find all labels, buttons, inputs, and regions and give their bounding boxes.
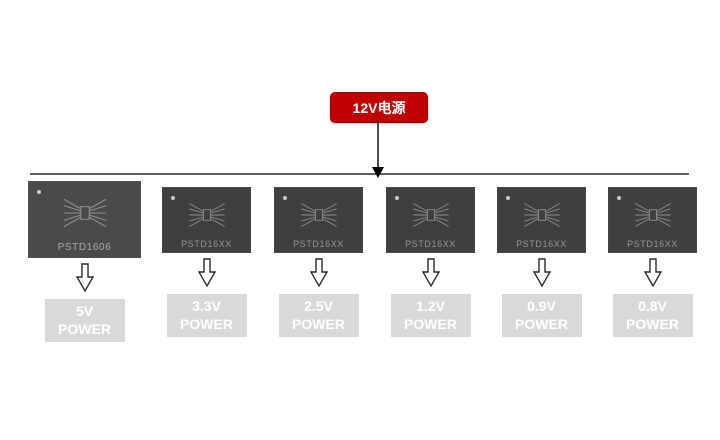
voltage-label: 3.3V <box>192 298 221 314</box>
chip-label: PSTD16XX <box>516 239 567 249</box>
down-arrow-icon <box>197 258 216 288</box>
voltage-label: 5V <box>75 303 94 319</box>
power-output-box: 1.2V POWER <box>390 294 471 338</box>
voltage-label: 1.2V <box>416 298 445 314</box>
pin1-dot-icon <box>171 196 175 200</box>
ic-package-icon <box>634 202 671 227</box>
power-channel-3v3: PSTD16XX 3.3V POWER <box>162 187 251 338</box>
power-output-box: 5V POWER <box>44 299 125 343</box>
ic-package-icon <box>300 202 337 227</box>
power-label: POWER <box>180 316 233 333</box>
supply-12v-box: 12V电源 <box>330 92 428 123</box>
power-channel-5v: PSTD1606 5V POWER <box>28 181 141 343</box>
pin1-dot-icon <box>37 190 41 194</box>
chip-label: PSTD1606 <box>57 242 112 253</box>
power-label: POWER <box>515 316 568 333</box>
down-arrowhead-icon <box>372 167 384 178</box>
power-label: POWER <box>626 316 679 333</box>
power-label: POWER <box>58 321 111 338</box>
voltage-label: 0.9V <box>527 298 556 314</box>
down-arrow-icon <box>643 258 662 288</box>
chip-label: PSTD16XX <box>293 239 344 249</box>
power-channel-0v8: PSTD16XX 0.8V POWER <box>608 187 697 338</box>
pin1-dot-icon <box>617 196 621 200</box>
power-label: POWER <box>404 316 457 333</box>
voltage-label: 0.8V <box>638 298 667 314</box>
power-output-box: 0.9V POWER <box>501 294 582 338</box>
power-label: POWER <box>292 316 345 333</box>
chip-label: PSTD16XX <box>405 239 456 249</box>
power-output-box: 0.8V POWER <box>612 294 693 338</box>
power-channel-0v9: PSTD16XX 0.9V POWER <box>497 187 586 338</box>
ic-package-icon <box>63 199 106 228</box>
ic-package-icon <box>523 202 560 227</box>
pin1-dot-icon <box>506 196 510 200</box>
ic-package-icon <box>412 202 449 227</box>
chip-label: PSTD16XX <box>627 239 678 249</box>
chip-label: PSTD16XX <box>181 239 232 249</box>
chip-pstd16xx: PSTD16XX <box>497 187 586 253</box>
chip-pstd16xx: PSTD16XX <box>386 187 475 253</box>
chip-pstd16xx: PSTD16XX <box>274 187 363 253</box>
chip-pstd16xx: PSTD16XX <box>162 187 251 253</box>
chip-pstd16xx: PSTD16XX <box>608 187 697 253</box>
down-arrow-icon <box>421 258 440 288</box>
power-channel-2v5: PSTD16XX 2.5V POWER <box>274 187 363 338</box>
down-arrow-icon <box>75 263 94 293</box>
power-output-box: 2.5V POWER <box>278 294 359 338</box>
pin1-dot-icon <box>283 196 287 200</box>
pin1-dot-icon <box>395 196 399 200</box>
supply-12v-label: 12V电源 <box>352 99 406 116</box>
chip-pstd1606: PSTD1606 <box>28 181 141 258</box>
power-output-box: 3.3V POWER <box>166 294 247 338</box>
voltage-label: 2.5V <box>304 298 333 314</box>
down-arrow-icon <box>309 258 328 288</box>
power-channel-1v2: PSTD16XX 1.2V POWER <box>386 187 475 338</box>
down-arrow-icon <box>532 258 551 288</box>
ic-package-icon <box>188 202 225 227</box>
